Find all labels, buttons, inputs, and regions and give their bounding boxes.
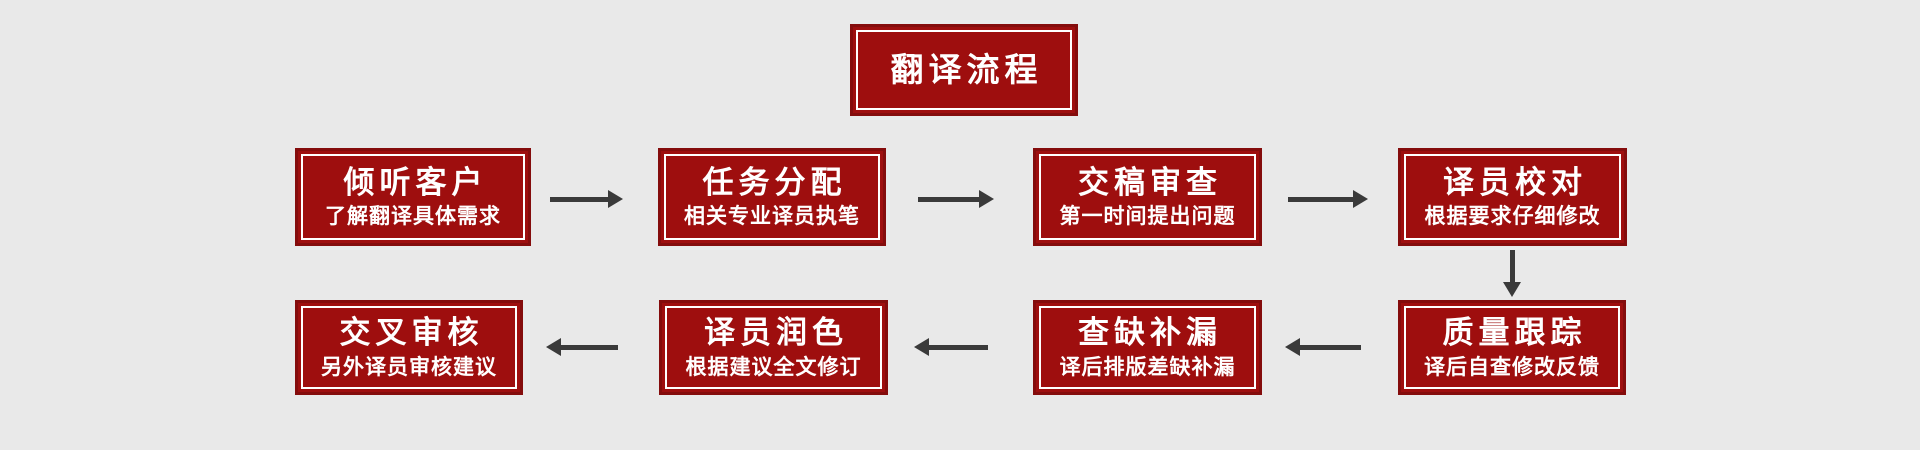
arrow-head	[546, 338, 561, 356]
arrow-head	[914, 338, 929, 356]
flow-node-inner: 交叉审核 另外译员审核建议	[301, 306, 517, 389]
node-subtitle: 根据建议全文修订	[685, 355, 862, 379]
arrow-shaft	[1300, 344, 1361, 350]
arrow-down-icon	[1503, 250, 1521, 297]
flow-node-inner: 译员校对 根据要求仔细修改	[1404, 154, 1621, 240]
node-subtitle: 根据要求仔细修改	[1424, 205, 1601, 228]
arrow-shaft	[561, 344, 618, 350]
node-title: 任务分配	[702, 164, 847, 200]
arrow-shaft	[1288, 196, 1353, 202]
arrow-left-icon	[546, 338, 618, 356]
flow-node-translator-polish: 译员润色 根据建议全文修订	[659, 300, 888, 395]
arrow-head	[1503, 282, 1521, 297]
node-title: 交叉审核	[339, 315, 484, 351]
node-title: 倾听客户	[343, 164, 488, 200]
node-title: 译员校对	[1443, 164, 1587, 200]
flow-node-listen-client: 倾听客户 了解翻译具体需求	[295, 148, 531, 246]
node-subtitle: 译后自查修改反馈	[1424, 355, 1600, 379]
arrow-right-icon	[550, 190, 623, 208]
arrow-head	[1285, 338, 1300, 356]
flow-node-inner: 交稿审查 第一时间提出问题	[1039, 154, 1256, 240]
flow-title-box: 翻译流程	[850, 24, 1078, 116]
arrow-head	[608, 190, 623, 208]
arrow-right-icon	[1288, 190, 1368, 208]
arrow-head	[979, 190, 994, 208]
node-subtitle: 了解翻译具体需求	[325, 205, 501, 228]
flow-node-cross-review: 交叉审核 另外译员审核建议	[295, 300, 523, 395]
flow-node-inner: 质量跟踪 译后自查修改反馈	[1404, 306, 1620, 389]
arrow-left-icon	[914, 338, 988, 356]
arrow-shaft	[550, 196, 608, 202]
flow-node-draft-review: 交稿审查 第一时间提出问题	[1033, 148, 1262, 246]
arrow-shaft	[1509, 250, 1515, 282]
page-title: 翻译流程	[890, 50, 1043, 88]
node-subtitle: 另外译员审核建议	[321, 355, 497, 379]
flow-node-inner: 译员润色 根据建议全文修订	[665, 306, 882, 389]
arrow-head	[1353, 190, 1368, 208]
flow-node-translator-proofread: 译员校对 根据要求仔细修改	[1398, 148, 1627, 246]
node-subtitle: 第一时间提出问题	[1059, 205, 1236, 228]
node-title: 交稿审查	[1078, 164, 1222, 200]
node-title: 查缺补漏	[1078, 315, 1222, 351]
arrow-shaft	[929, 344, 988, 350]
flow-node-task-assignment: 任务分配 相关专业译员执笔	[658, 148, 886, 246]
node-subtitle: 译后排版差缺补漏	[1059, 355, 1236, 379]
node-subtitle: 相关专业译员执笔	[684, 205, 860, 228]
arrow-shaft	[918, 196, 979, 202]
arrow-left-icon	[1285, 338, 1361, 356]
node-title: 译员润色	[704, 315, 848, 351]
node-title: 质量跟踪	[1442, 315, 1587, 351]
flow-node-quality-tracking: 质量跟踪 译后自查修改反馈	[1398, 300, 1626, 395]
flow-node-inner: 倾听客户 了解翻译具体需求	[301, 154, 525, 240]
flow-node-gap-filling: 查缺补漏 译后排版差缺补漏	[1033, 300, 1262, 395]
flow-node-inner: 任务分配 相关专业译员执笔	[664, 154, 880, 240]
flow-node-inner: 查缺补漏 译后排版差缺补漏	[1039, 306, 1256, 389]
arrow-right-icon	[918, 190, 994, 208]
flow-title-box-inner: 翻译流程	[856, 30, 1072, 110]
